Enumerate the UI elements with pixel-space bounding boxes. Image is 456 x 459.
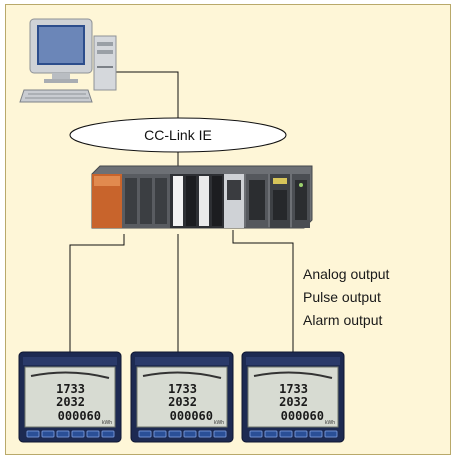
output-label-analog: Analog output (303, 266, 390, 282)
meter-key (324, 430, 338, 438)
plc-to-meter-1-line (69, 234, 125, 352)
meter-key (264, 430, 278, 438)
plc-to-meter-3-line (232, 230, 294, 352)
meter-reading-3: 000060 (170, 409, 213, 423)
meter-display (136, 366, 228, 428)
meter-key (26, 430, 40, 438)
plc-rack (91, 165, 313, 229)
meter-key (168, 430, 182, 438)
meter-key (71, 430, 85, 438)
meter-key (279, 430, 293, 438)
meter-key (41, 430, 55, 438)
network-label: CC-Link IE (144, 127, 212, 143)
computer-icon (19, 18, 117, 103)
meter-reading-3: 000060 (281, 409, 324, 423)
meter-display (247, 366, 339, 428)
meter-key (153, 430, 167, 438)
meter-reading-1: 1733 (279, 382, 308, 396)
meter-key (56, 430, 70, 438)
meter-reading-2: 2032 (56, 395, 85, 409)
meter-reading-3: 000060 (58, 409, 101, 423)
output-label-pulse: Pulse output (303, 289, 381, 305)
meter-key (86, 430, 100, 438)
output-label-alarm: Alarm output (303, 312, 383, 328)
meter-key (183, 430, 197, 438)
meter-unit: kWh (214, 420, 224, 426)
meter-reading-2: 2032 (279, 395, 308, 409)
meter-reading-1: 1733 (56, 382, 85, 396)
meter-key (249, 430, 263, 438)
network-node: CC-Link IE (69, 117, 287, 153)
meter-key (101, 430, 115, 438)
meter-reading-2: 2032 (168, 395, 197, 409)
meter-key (138, 430, 152, 438)
meter-key (309, 430, 323, 438)
meter-unit: kWh (102, 420, 112, 426)
meter-key (213, 430, 227, 438)
pc-to-network-line (111, 71, 179, 125)
meter-unit: kWh (325, 420, 335, 426)
meter-key (198, 430, 212, 438)
meter-key (294, 430, 308, 438)
meter-reading-1: 1733 (168, 382, 197, 396)
meter-display (24, 366, 116, 428)
